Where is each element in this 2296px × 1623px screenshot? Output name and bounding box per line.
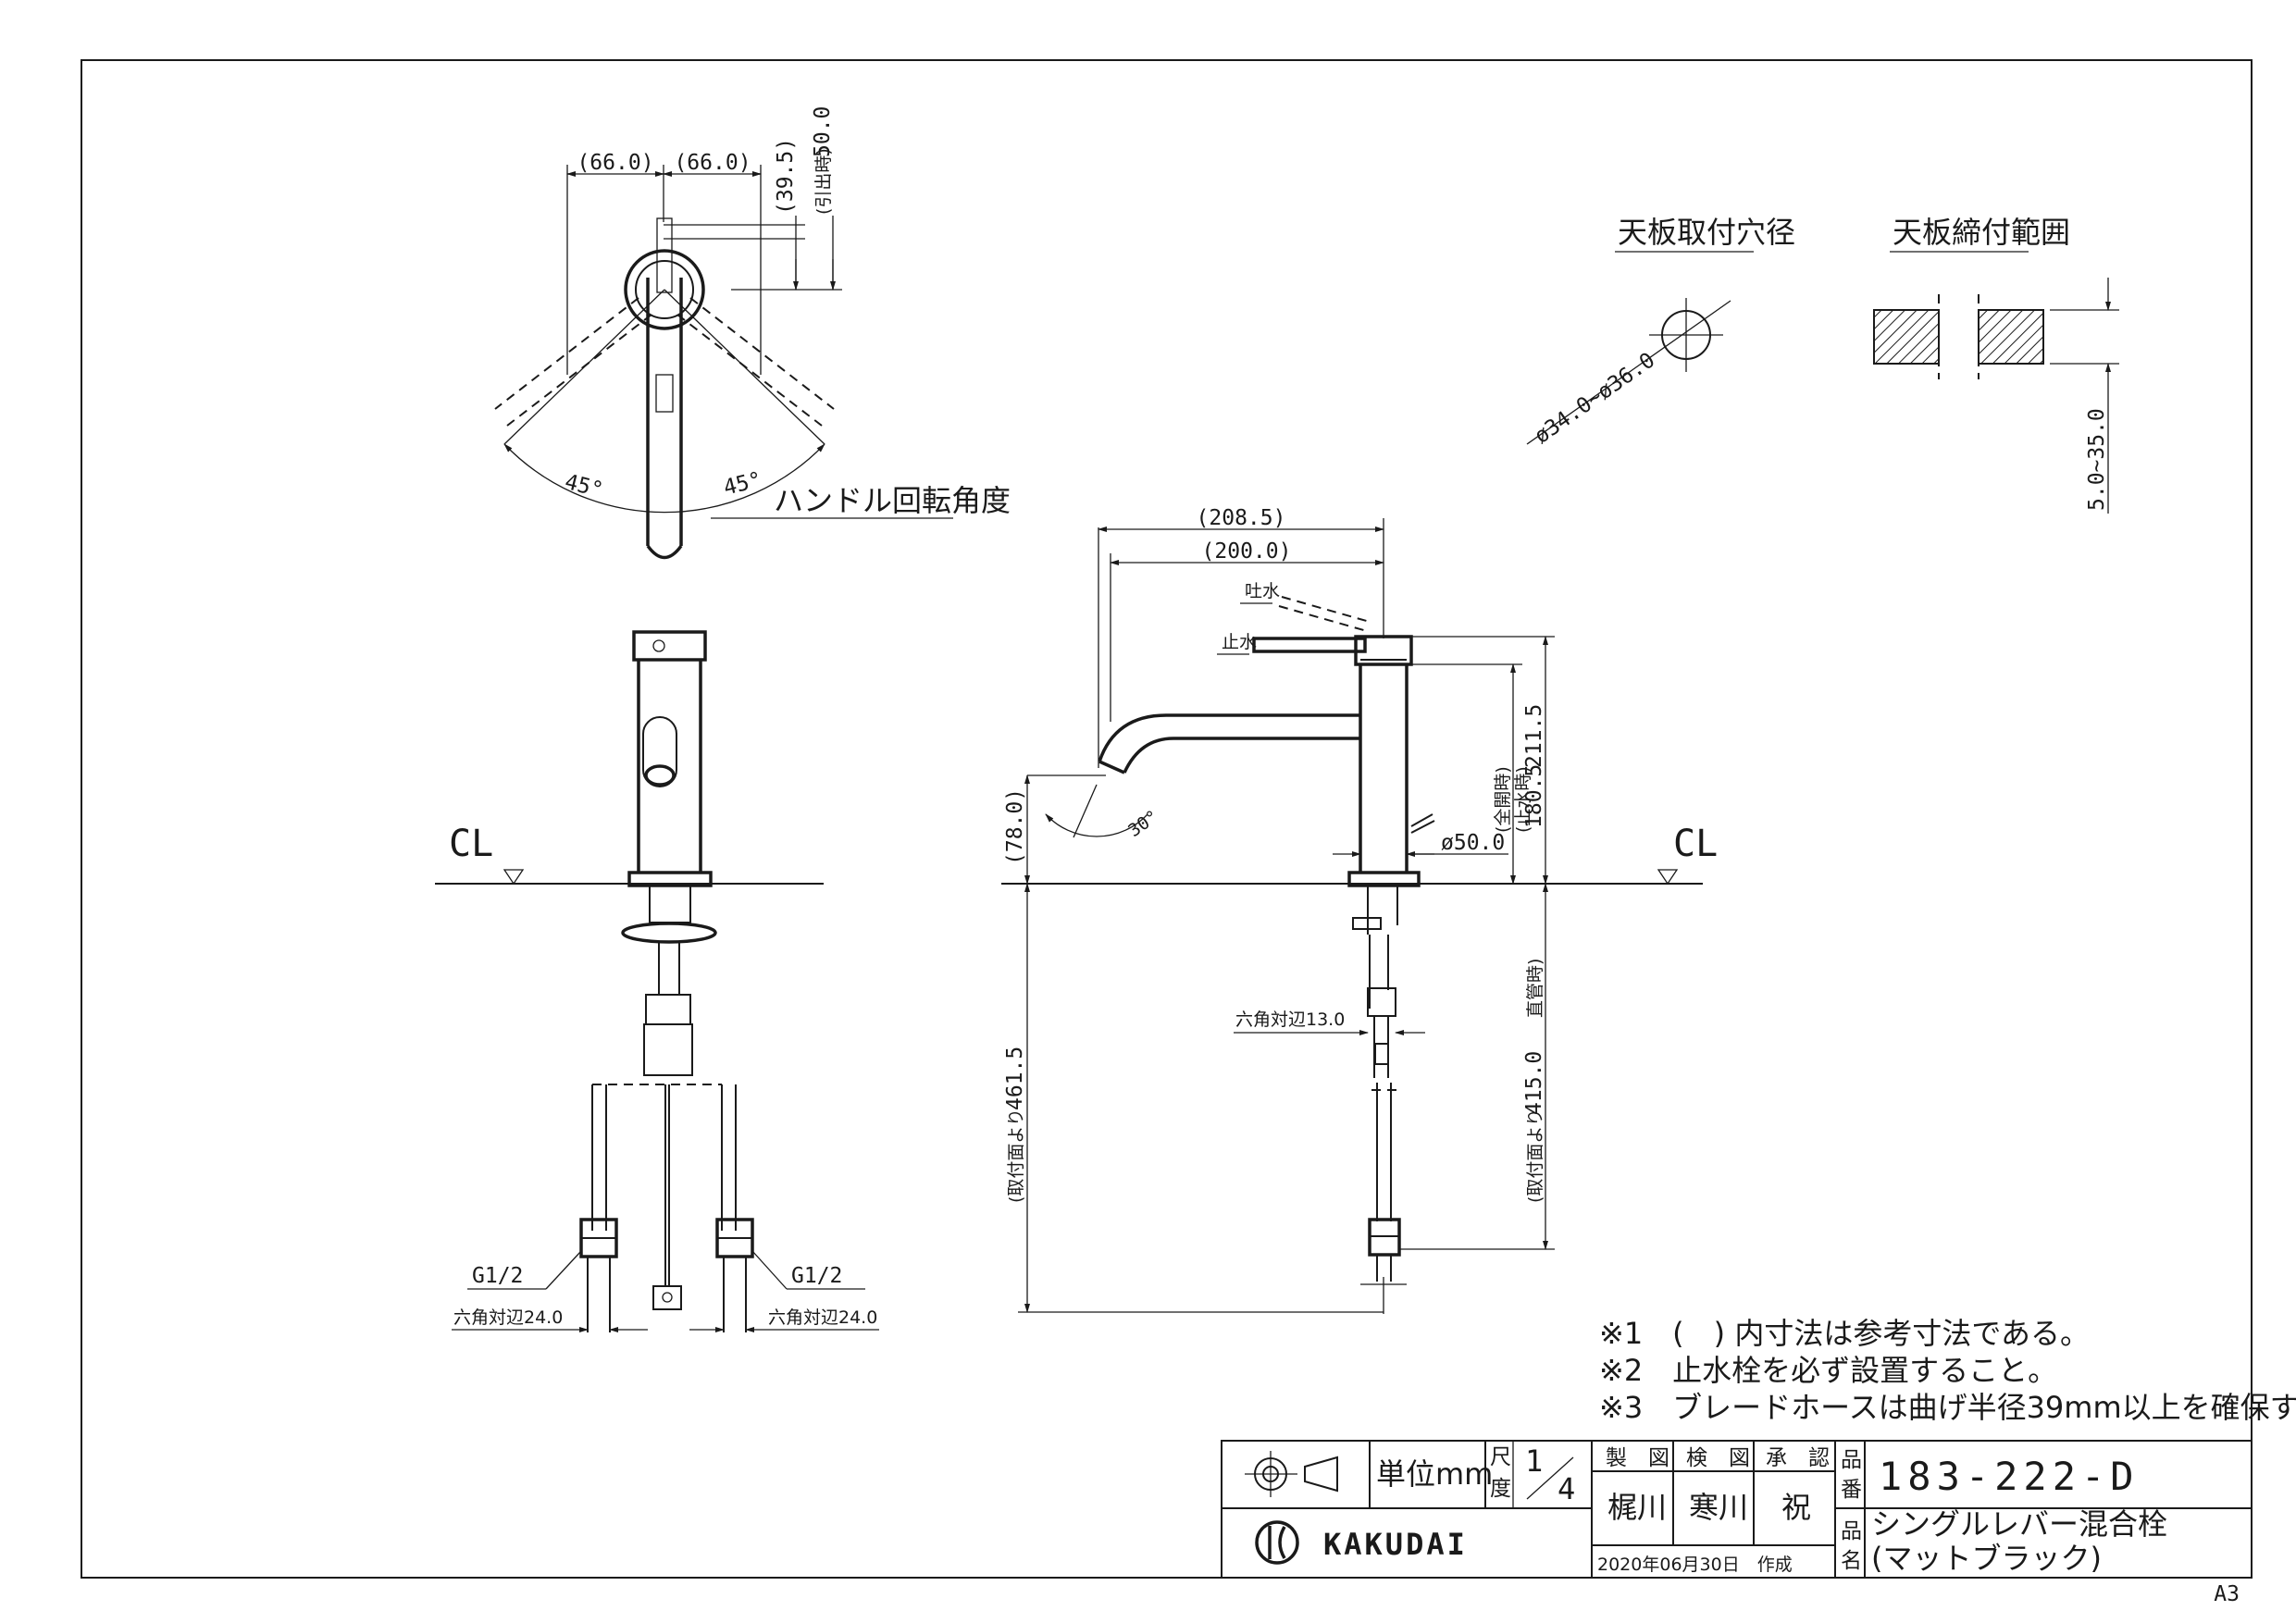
product-name-color: (マットブラック) [1871, 1541, 2102, 1576]
scale-num: 1 [1525, 1443, 1543, 1479]
name-checked: 寒川 [1689, 1490, 1748, 1525]
base-dim: ø50.0 [1441, 831, 1505, 855]
brand-name: KAKUDAI [1323, 1527, 1468, 1562]
notes: ※1 ( ) 内寸法は参考寸法である。 ※2 止水栓を必ず設置すること。 ※3 … [1599, 1316, 2296, 1425]
plan-pull-note: (引出時) [813, 148, 834, 215]
plan-angle-right: 45° [721, 467, 764, 500]
sheet-size: A3 [2214, 1582, 2240, 1606]
plan-height-dim-2: 50.0 [811, 106, 835, 157]
below-dim-415: 415.0 [1522, 1051, 1546, 1115]
hex-13-label: 六角対辺13.0 [1235, 1010, 1345, 1030]
note-2: ※2 止水栓を必ず設置すること。 [1599, 1353, 2057, 1388]
front-cl-label: CL [449, 823, 493, 865]
mounting-details: 天板取付穴径 ø34.0~ø36.0 天板締付範囲 5.0~35.0 [1526, 215, 2119, 514]
product-name: シングルレバー混合栓 [1871, 1506, 2167, 1542]
below-from-surface-right: (取付面より [1525, 1109, 1545, 1203]
role-approved: 承 認 [1766, 1446, 1830, 1470]
part-label-2: 番 [1841, 1478, 1862, 1502]
plan-angle-left: 45° [563, 470, 606, 502]
title-block: 単位mm 尺 度 1 4 KAKUDAI 製 図 検 図 承 認 梶川 寒川 祝… [1221, 1440, 2253, 1579]
handle-rotation-label: ハンドル回転角度 [774, 483, 1011, 518]
scale-den: 4 [1558, 1471, 1575, 1506]
note-3: ※3 ブレードホースは曲げ半径39mm以上を確保すること。 [1599, 1390, 2296, 1425]
name-drafted: 梶川 [1607, 1490, 1667, 1525]
kakudai-logo [1255, 1520, 1299, 1565]
below-from-surface-left: (取付面より [1006, 1109, 1026, 1203]
scale-label-2: 度 [1490, 1477, 1511, 1501]
front-thread-left: G1/2 [472, 1264, 523, 1288]
name-label-2: 名 [1841, 1549, 1862, 1573]
stop-label: 止水 [1222, 632, 1257, 652]
front-thread-right: G1/2 [791, 1264, 842, 1288]
name-label-1: 品 [1841, 1519, 1862, 1543]
projection-symbol-icon [1245, 1451, 1338, 1497]
role-checked: 検 図 [1686, 1446, 1750, 1470]
straight-pipe-note: 直管時) [1525, 959, 1545, 1018]
role-drafted: 製 図 [1606, 1446, 1669, 1470]
side-dim-208: (208.5) [1197, 506, 1286, 530]
unit-label: 単位mm [1376, 1456, 1493, 1492]
spout-height-dim: (78.0) [1003, 788, 1027, 865]
height-dim-180: 180.5 [1522, 764, 1546, 828]
side-dim-200: (200.0) [1202, 539, 1292, 564]
front-hex-left: 六角対辺24.0 [453, 1307, 563, 1328]
spout-label: 吐水 [1245, 581, 1280, 601]
part-number: 183-222-D [1879, 1454, 2140, 1499]
side-cl-label: CL [1673, 823, 1718, 865]
side-view: (208.5) (200.0) 吐水 止水 30° (78.0) [1001, 506, 1718, 1314]
hole-title: 天板取付穴径 [1618, 215, 1795, 250]
name-approved: 祝 [1781, 1490, 1811, 1525]
front-view: CL G1/2 [435, 630, 879, 1332]
plan-height-dim-1: (39.5) [774, 138, 798, 215]
range-title: 天板締付範囲 [1893, 215, 2070, 250]
height-dim-211: 211.5 [1522, 704, 1546, 768]
scale-label-1: 尺 [1490, 1445, 1511, 1469]
below-dim-461: 461.5 [1003, 1047, 1027, 1110]
plan-dim-left: (66.0) [577, 151, 653, 175]
front-hex-right: 六角対辺24.0 [768, 1307, 877, 1328]
stop-note: (止水時) [1513, 766, 1533, 833]
creation-date: 2020年06月30日 作成 [1597, 1555, 1793, 1575]
range-dim: 5.0~35.0 [2085, 408, 2109, 511]
drawing-frame [81, 59, 2253, 1579]
plan-view: (66.0) (66.0) (39.5) 50.0 (引出時) 45° 45° [494, 106, 1011, 560]
full-open-note: (全開時) [1493, 766, 1513, 833]
hole-dim: ø34.0~ø36.0 [1531, 348, 1660, 449]
part-label-1: 品 [1841, 1448, 1862, 1472]
spout-angle: 30° [1124, 806, 1162, 841]
plan-dim-right: (66.0) [674, 151, 751, 175]
note-1: ※1 ( ) 内寸法は参考寸法である。 [1599, 1316, 2090, 1351]
